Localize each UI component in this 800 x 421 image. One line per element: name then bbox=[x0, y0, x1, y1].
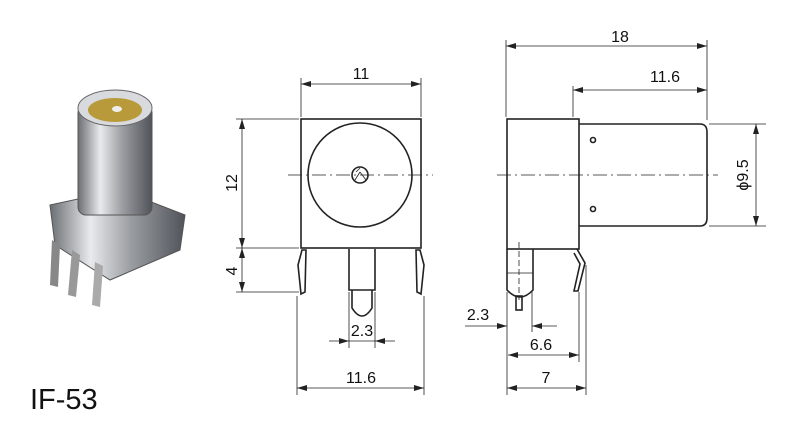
connector-photo bbox=[49, 89, 186, 307]
dim-barrel-length: 11.6 bbox=[650, 69, 680, 86]
dim-total-length: 18 bbox=[611, 29, 629, 46]
dim-pin-spacing: 6.6 bbox=[530, 337, 552, 354]
dim-width-top: 11 bbox=[353, 66, 370, 83]
dim-pin-length: 4 bbox=[224, 266, 241, 275]
model-label: IF-53 bbox=[30, 384, 98, 416]
dim-body-depth: 7 bbox=[542, 370, 551, 387]
dim-barrel-diameter: ϕ9.5 bbox=[735, 159, 752, 190]
dim-height-body: 12 bbox=[224, 174, 241, 192]
dim-pin-offset: 2.3 bbox=[467, 307, 489, 324]
side-view bbox=[465, 40, 766, 395]
front-view bbox=[236, 78, 433, 395]
dim-width-bottom: 11.6 bbox=[346, 370, 376, 387]
dim-center-pin-width: 2.3 bbox=[351, 323, 373, 340]
